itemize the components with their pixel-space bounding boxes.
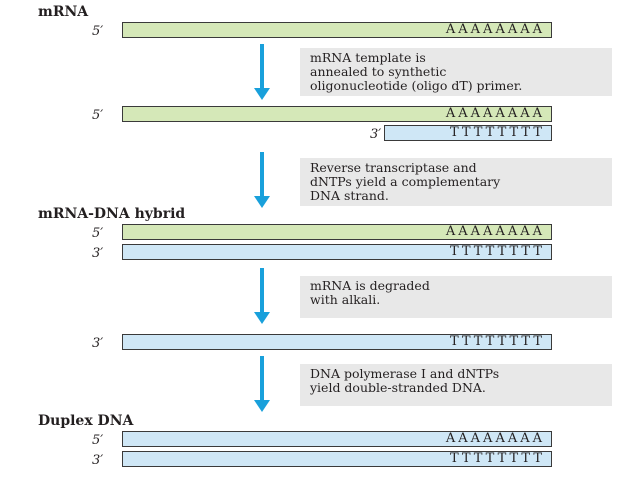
step-note-reverse-transcription: Reverse transcriptase and dNTPs yield a … [300, 158, 612, 206]
five-prime-label: 5′ [92, 433, 104, 448]
oligo-dt-primer: TTTTTTTT [384, 125, 552, 141]
poly-t-sequence: TTTTTTTT [449, 334, 545, 349]
heading-mrna: mRNA [38, 4, 89, 20]
three-prime-label: 3′ [92, 246, 104, 261]
three-prime-label: 3′ [92, 336, 104, 351]
poly-a-sequence: AAAAAAAA [445, 431, 545, 446]
poly-t-sequence: TTTTTTTT [449, 125, 545, 140]
three-prime-label: 3′ [370, 127, 382, 142]
step-note-annealing: mRNA template is annealed to synthetic o… [300, 48, 612, 96]
cdna-strand: TTTTTTTT [122, 244, 552, 260]
duplex-bottom-strand: TTTTTTTT [122, 451, 552, 467]
three-prime-label: 3′ [92, 453, 104, 468]
mrna-strand: AAAAAAAA [122, 106, 552, 122]
five-prime-label: 5′ [92, 24, 104, 39]
mrna-strand: AAAAAAAA [122, 22, 552, 38]
poly-a-tail: AAAAAAAA [445, 22, 545, 37]
heading-duplex-dna: Duplex DNA [38, 413, 134, 429]
heading-mrna-dna-hybrid: mRNA-DNA hybrid [38, 206, 186, 222]
down-arrow-icon [254, 268, 270, 324]
poly-a-tail: AAAAAAAA [445, 106, 545, 121]
five-prime-label: 5′ [92, 226, 104, 241]
poly-t-sequence: TTTTTTTT [449, 244, 545, 259]
down-arrow-icon [254, 44, 270, 100]
five-prime-label: 5′ [92, 108, 104, 123]
step-note-second-strand-synthesis: DNA polymerase I and dNTPs yield double-… [300, 364, 612, 406]
down-arrow-icon [254, 356, 270, 412]
poly-a-tail: AAAAAAAA [445, 224, 545, 239]
mrna-strand: AAAAAAAA [122, 224, 552, 240]
poly-t-sequence: TTTTTTTT [449, 451, 545, 466]
step-note-alkali-degradation: mRNA is degraded with alkali. [300, 276, 612, 318]
cdna-strand: TTTTTTTT [122, 334, 552, 350]
duplex-top-strand: AAAAAAAA [122, 431, 552, 447]
down-arrow-icon [254, 152, 270, 208]
